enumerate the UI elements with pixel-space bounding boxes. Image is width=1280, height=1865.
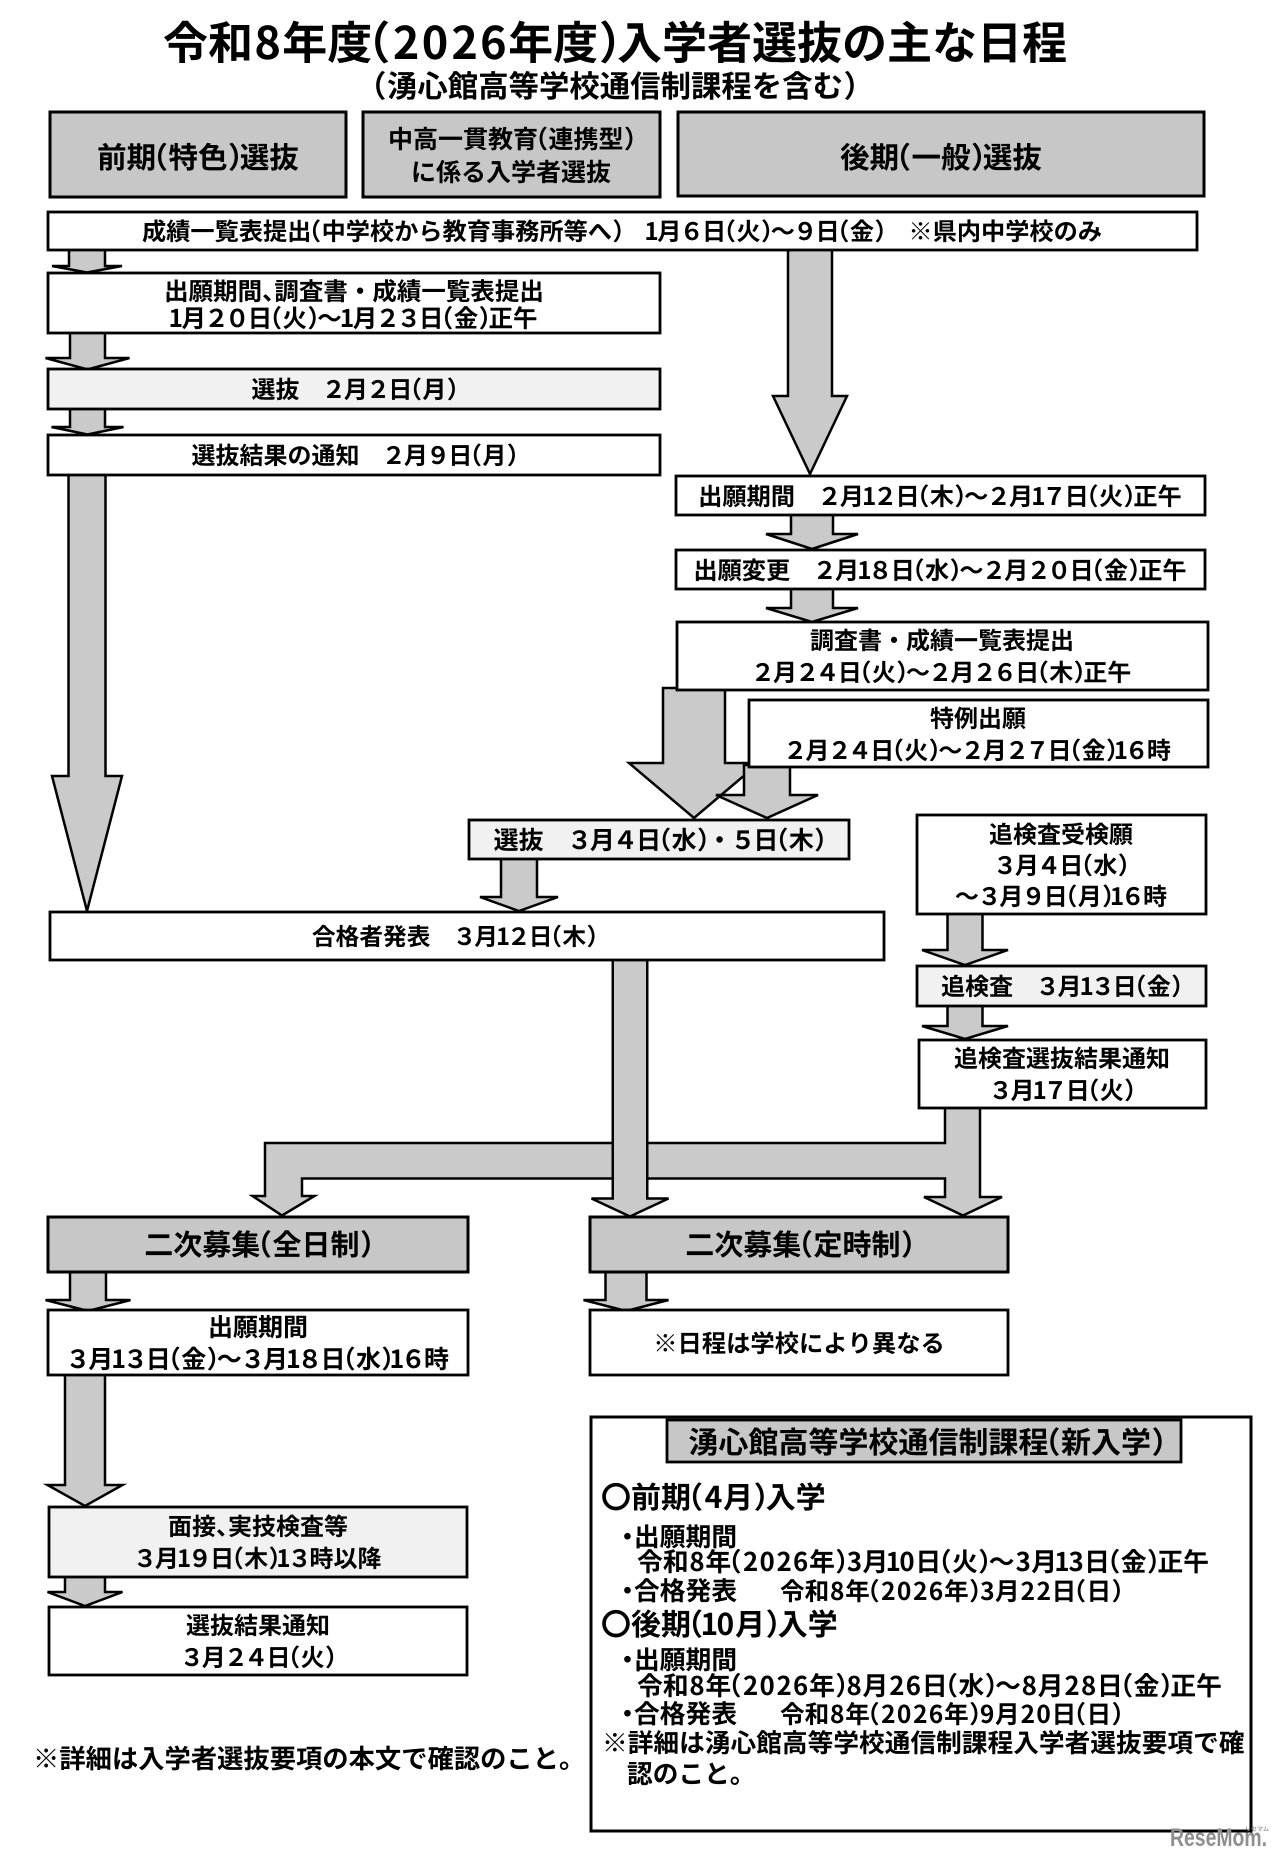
svg-text:ReseMom.: ReseMom. [1170,1824,1267,1852]
